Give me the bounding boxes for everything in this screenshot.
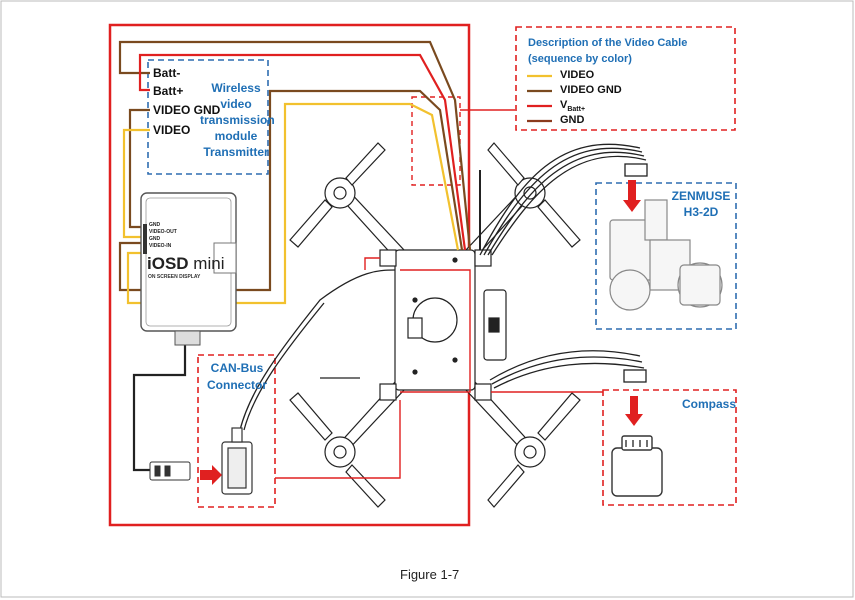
compass-box (602, 389, 737, 506)
gimbal-title-line: H3-2D (683, 205, 719, 219)
compass-device (611, 435, 663, 497)
iosd-brand-text: iOSD (147, 254, 189, 273)
transmitter-box (147, 59, 269, 175)
canbus-title: CAN-Bus Connector (204, 360, 270, 394)
iosd-model-text: mini (193, 254, 225, 273)
legend-title: Description of the Video Cable (sequence… (528, 35, 687, 67)
gimbal-title-line: ZENMUSE (671, 189, 731, 203)
legend-item-vbatt: VBatt+ (560, 99, 585, 113)
gimbal-arrow (623, 180, 641, 212)
transmitter-title-line: Wireless (211, 81, 261, 95)
iosd-device (140, 192, 237, 346)
legend-item-video: VIDEO (560, 69, 595, 81)
canbus-title-line: Connector (207, 378, 267, 392)
gimbal-cable (479, 143, 648, 256)
transmitter-title-line: Transmitter (203, 145, 269, 159)
legend-item-vbatt-main: V (560, 99, 568, 111)
iosd-pin-video-in: VIDEO-IN (149, 243, 172, 249)
wires (118, 40, 603, 479)
compass-arrow (625, 396, 643, 426)
legend-item-vbatt-sub: Batt+ (567, 106, 586, 114)
iosd-pin-video-out: VIDEO-OUT (149, 229, 177, 235)
label-batt-minus: Batt- (153, 66, 181, 80)
transmitter-title-line: video (220, 97, 252, 111)
canbus-box (197, 354, 276, 508)
drone (289, 142, 581, 508)
iosd-can-cable (132, 335, 187, 472)
compass-title: Compass (682, 397, 737, 411)
gimbal-device (609, 199, 723, 311)
canbus-title-line: CAN-Bus (210, 361, 264, 375)
can-plug (149, 461, 191, 481)
transmitter-title-line: transmission (200, 113, 275, 127)
legend-item-gnd: GND (560, 114, 585, 126)
legend-item-video-gnd: VIDEO GND (560, 84, 622, 96)
iosd-pin-gnd-1: GND (149, 222, 161, 228)
legend-title-line: (sequence by color) (528, 53, 632, 65)
gimbal-title: ZENMUSE H3-2D (670, 188, 732, 220)
canbus-arrow (200, 465, 222, 485)
canbus-hub (221, 427, 253, 495)
iosd-brand: iOSD mini (147, 254, 224, 274)
iosd-pin-gnd-2: GND (149, 236, 161, 242)
figure-caption: Figure 1-7 (400, 567, 460, 582)
legend-box (515, 26, 736, 131)
transmitter-title: Wireless video transmission module Trans… (200, 80, 275, 160)
compass-cable (489, 350, 647, 389)
canbus-cable (239, 269, 396, 431)
transmitter-title-line: module (214, 129, 258, 143)
iosd-subtitle: ON SCREEN DISPLAY (148, 274, 201, 280)
label-video-gnd: VIDEO GND (153, 103, 221, 117)
label-batt-plus: Batt+ (153, 84, 184, 98)
label-video: VIDEO (153, 123, 191, 137)
gimbal-box (595, 182, 737, 330)
legend-title-line: Description of the Video Cable (528, 37, 688, 49)
